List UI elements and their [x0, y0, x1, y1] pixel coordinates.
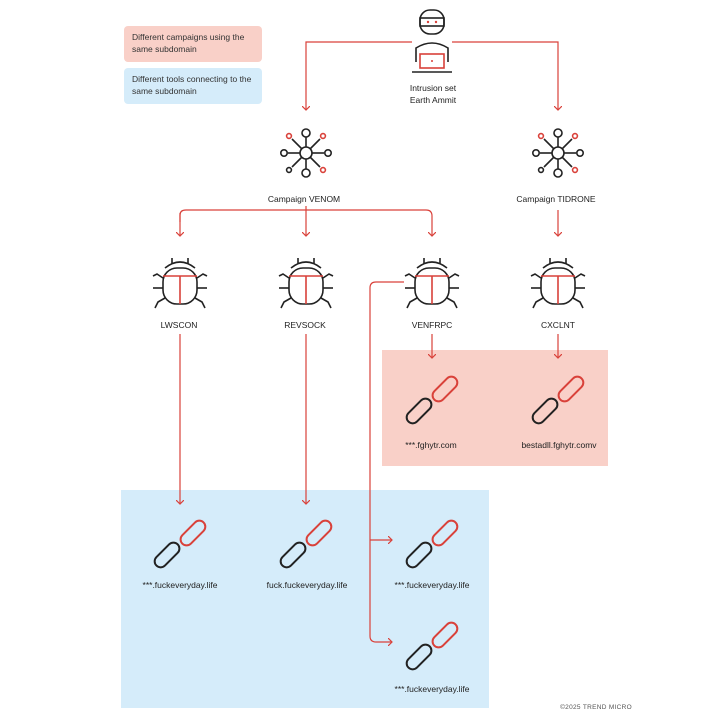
shared-tool-zone	[121, 490, 489, 708]
tool-revsock-label: REVSOCK	[284, 320, 326, 330]
tool-lwscon-icon	[152, 257, 208, 309]
campaign-tidrone-label: Campaign TIDRONE	[516, 194, 596, 204]
tool-revsock-icon	[278, 257, 334, 309]
intrusion-set-icon	[412, 9, 452, 73]
tool-venfrpc-label: VENFRPC	[411, 320, 453, 330]
domain-fuck-3-label: ***.fuckeveryday.life	[394, 684, 470, 694]
domain-fuck-1-label: ***.fuckeveryday.life	[142, 580, 218, 590]
campaign-venom-label: Campaign VENOM	[267, 194, 341, 204]
shared-campaign-zone	[382, 350, 608, 466]
legend-shared-tools: Different tools connecting to the same s…	[124, 68, 262, 104]
copyright-footer: ©2025 TREND MICRO	[560, 704, 632, 711]
campaign-venom-icon	[279, 128, 333, 178]
domain-fghytr-label: ***.fghytr.com	[405, 440, 457, 450]
tool-cxclnt-label: CXCLNT	[540, 320, 576, 330]
tool-lwscon-label: LWSCON	[160, 320, 198, 330]
tool-cxclnt-icon	[530, 257, 586, 309]
arrow-venfrpc-fuck-domains	[369, 281, 404, 642]
domain-bestadll-label: bestadll.fghytr.comv	[521, 440, 597, 450]
domain-fuck-2-label: ***.fuckeveryday.life	[394, 580, 470, 590]
legend-shared-campaigns: Different campaigns using the same subdo…	[124, 26, 262, 62]
arrow-actor-tidrone	[452, 41, 558, 110]
intrusion-set-label: Intrusion set Earth Ammit	[409, 83, 457, 105]
campaign-tidrone-icon	[531, 128, 585, 178]
domain-fuck-named-label: fuck.fuckeveryday.life	[266, 580, 348, 590]
tool-venfrpc-icon	[404, 257, 460, 309]
arrow-actor-venom	[306, 41, 412, 110]
